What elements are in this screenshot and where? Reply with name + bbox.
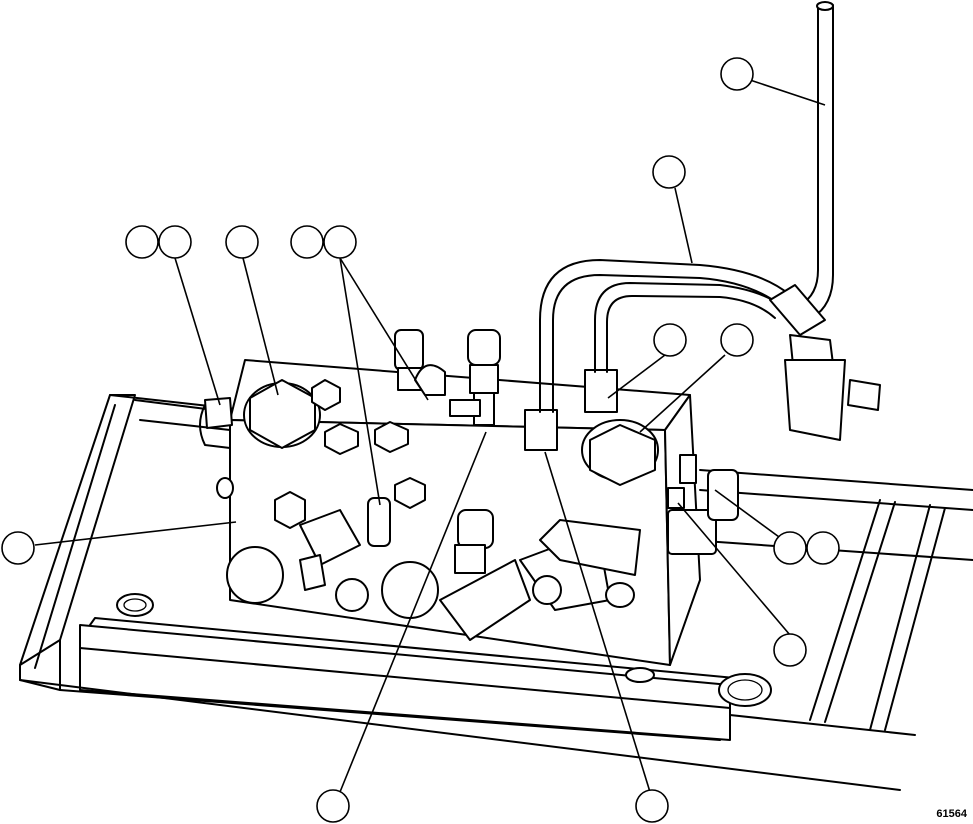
callout-circle	[773, 531, 807, 565]
front-fittings	[226, 477, 641, 641]
callout-circle	[653, 323, 687, 357]
callout-circle	[1, 531, 35, 565]
floor-holes	[116, 593, 772, 707]
top-plugs	[243, 379, 659, 486]
callout-circle	[773, 633, 807, 667]
callout-circle	[158, 225, 192, 259]
callout-circle	[635, 789, 669, 823]
callout-circle	[323, 225, 357, 259]
callout-circles	[1, 57, 840, 823]
figure-id-label: 61564	[936, 808, 967, 820]
callout-circle	[720, 57, 754, 91]
callout-circle	[652, 155, 686, 189]
hydraulic-lines	[539, 1, 881, 441]
callout-circle	[225, 225, 259, 259]
callout-circle	[290, 225, 324, 259]
callout-circle	[720, 323, 754, 357]
base-frame	[19, 394, 973, 791]
callout-leaders	[34, 79, 826, 793]
callout-circle	[125, 225, 159, 259]
callout-circle	[806, 531, 840, 565]
callout-circle	[316, 789, 350, 823]
